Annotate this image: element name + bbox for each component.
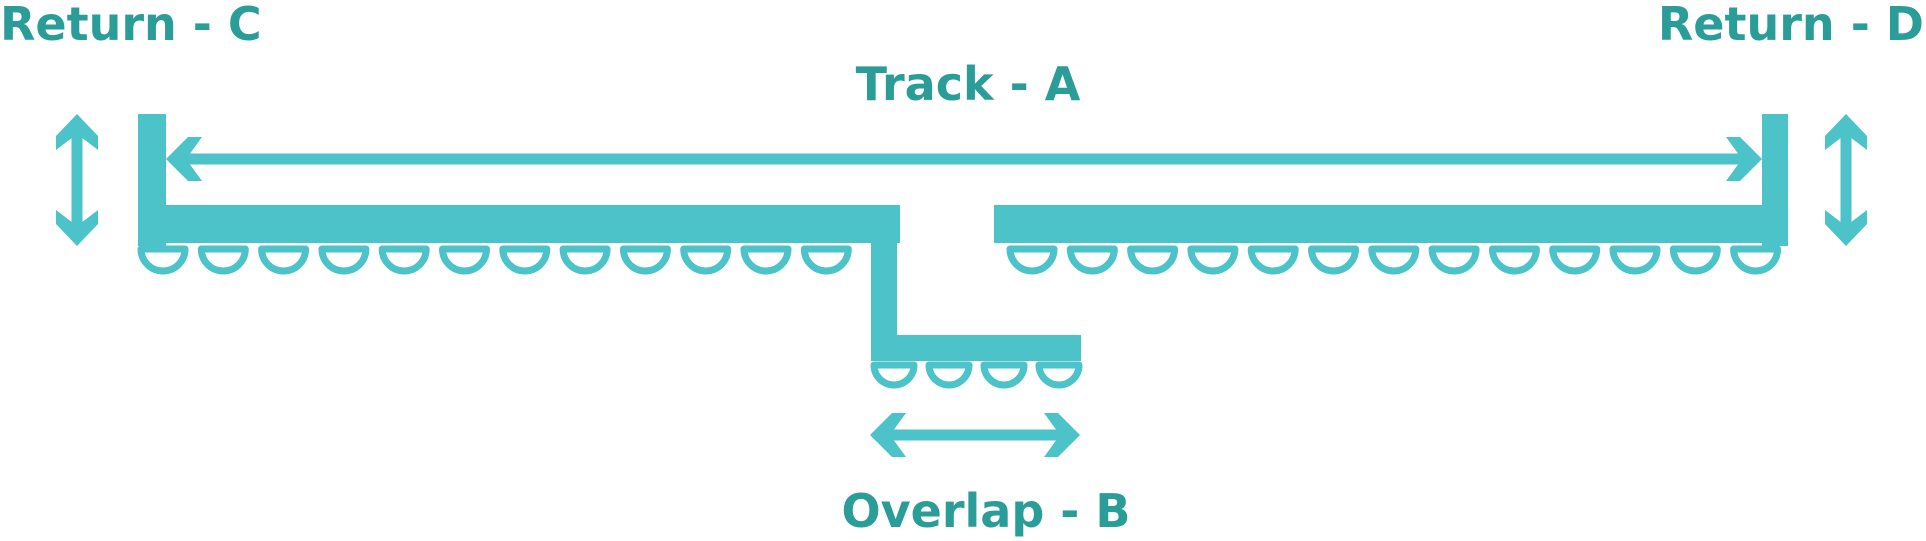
hook-icon	[137, 245, 189, 275]
hook-icon	[559, 245, 611, 275]
arrow-shaft	[178, 153, 1750, 165]
track-a-double-arrow	[166, 137, 1762, 181]
hook-icon	[1368, 245, 1420, 275]
hook-icon	[1035, 361, 1083, 389]
right-track	[994, 114, 1788, 275]
arrowhead-up-icon	[56, 114, 98, 150]
hook-icon	[499, 245, 551, 275]
overlap-b-double-arrow	[870, 413, 1080, 457]
hook-icon	[925, 361, 973, 389]
hook-icon	[258, 245, 310, 275]
arrow-shaft	[1840, 126, 1852, 234]
hook-icon	[619, 245, 671, 275]
right-track-hooks	[1006, 245, 1782, 275]
hook-icon	[1488, 245, 1540, 275]
label-return-d: Return - D	[1658, 0, 1924, 51]
hook-icon	[870, 361, 918, 389]
arrowhead-down-icon	[56, 210, 98, 246]
hook-icon	[1247, 245, 1299, 275]
left-track-hooks	[137, 245, 852, 275]
arrowhead-up-icon	[1825, 114, 1867, 150]
overlap-hooks	[870, 361, 1083, 389]
return-d-post	[1762, 114, 1788, 246]
hook-icon	[378, 245, 430, 275]
hook-icon	[1127, 245, 1179, 275]
right-track-bar	[994, 205, 1788, 243]
hook-icon	[197, 245, 249, 275]
overlap-drop	[871, 243, 897, 353]
hook-icon	[318, 245, 370, 275]
label-overlap-b: Overlap - B	[842, 484, 1131, 538]
hook-icon	[1428, 245, 1480, 275]
arrowhead-right-icon	[1044, 413, 1080, 457]
hook-icon	[980, 361, 1028, 389]
overlap-bar	[871, 335, 1081, 361]
hook-icon	[1308, 245, 1359, 275]
hook-icon	[1549, 245, 1601, 275]
arrow-shaft	[71, 126, 83, 234]
hook-icon	[1669, 245, 1721, 275]
overlap-carrier	[870, 335, 1083, 389]
hook-icon	[1006, 245, 1058, 275]
hook-icon	[680, 245, 732, 275]
arrowhead-down-icon	[1825, 210, 1867, 246]
arrow-shaft	[882, 429, 1068, 441]
hook-icon	[1609, 245, 1661, 275]
return-c-vertical-arrow	[56, 114, 98, 246]
arrowhead-left-icon	[870, 413, 906, 457]
left-track	[137, 114, 900, 353]
hook-icon	[1730, 245, 1782, 275]
return-d-vertical-arrow	[1825, 114, 1867, 246]
hook-icon	[740, 245, 792, 275]
label-track-a: Track - A	[856, 57, 1081, 111]
hook-icon	[1066, 245, 1118, 275]
hook-icon	[439, 245, 490, 275]
hook-icon	[800, 245, 852, 275]
arrowhead-right-icon	[1726, 137, 1762, 181]
hook-icon	[1187, 245, 1239, 275]
arrowhead-left-icon	[166, 137, 202, 181]
label-return-c: Return - C	[0, 0, 262, 51]
left-track-bar	[138, 205, 900, 243]
